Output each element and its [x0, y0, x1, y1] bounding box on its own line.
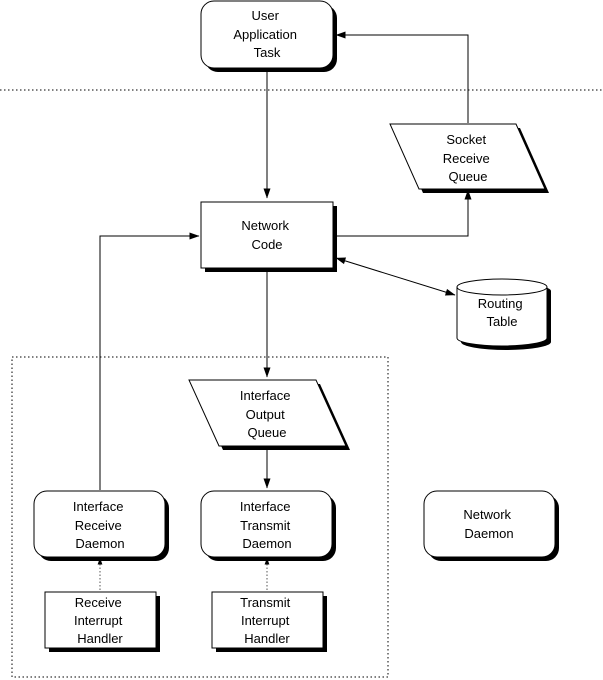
node-label-line: Interrupt — [74, 613, 123, 628]
svg-text:Network Code: Network Code — [241, 218, 292, 252]
node-label-line: Handler — [77, 631, 123, 646]
node-label-line: Interrupt — [241, 613, 290, 628]
svg-text:Receive Interrupt: Receive Interrupt Handler — [74, 595, 126, 646]
svg-text:Interface Receive: Interface Receive Daemon — [73, 499, 127, 551]
svg-text:Interface Transmit: Interface Transmit Daemon — [240, 499, 294, 551]
node-label-line: Daemon — [242, 536, 291, 551]
edge-network-code-routing-table — [335, 257, 456, 296]
edge-network-code-to-socket-queue — [334, 189, 472, 237]
interface-output-queue-node: Interface Output Queue — [188, 379, 350, 450]
svg-text:Socket Receive Que: Socket Receive Queue — [443, 132, 494, 184]
edge-receive-daemon-to-network-code — [99, 232, 200, 490]
svg-text:Transmit Interrupt: Transmit Interrupt Handler — [240, 595, 294, 646]
svg-text:Network Daemon: Network Daemon — [463, 507, 514, 541]
network-daemon-node: Network Daemon — [423, 490, 559, 561]
socket-receive-queue-node: Socket Receive Queue — [389, 123, 549, 193]
node-label-line: Network — [463, 507, 511, 522]
node-label-line: Daemon — [75, 536, 124, 551]
node-label-line: Queue — [247, 425, 286, 440]
node-label-line: Routing — [478, 296, 523, 311]
receive-interrupt-handler-node: Receive Interrupt Handler — [44, 591, 160, 652]
node-label-line: Network — [241, 218, 289, 233]
node-label-line: Output — [246, 407, 285, 422]
node-label-line: Receive — [443, 151, 490, 166]
node-label-line: Interface — [240, 499, 291, 514]
node-label-line: Transmit — [240, 595, 290, 610]
user-application-task-node: User Application Task — [200, 0, 337, 72]
transmit-interrupt-handler-node: Transmit Interrupt Handler — [211, 591, 327, 652]
node-label-line: User — [251, 8, 279, 23]
node-label-line: Handler — [244, 631, 290, 646]
node-label-line: Interface — [240, 388, 291, 403]
node-label-line: Receive — [75, 518, 122, 533]
node-label-line: Socket — [446, 132, 486, 147]
interface-receive-daemon-node: Interface Receive Daemon — [33, 490, 169, 561]
routing-table-node: Routing Table — [456, 278, 551, 350]
svg-text:Interface Output Q: Interface Output Queue — [240, 388, 294, 440]
node-label-line: Daemon — [464, 526, 513, 541]
network-code-node: Network Code — [200, 201, 337, 272]
node-label-line: Code — [251, 237, 282, 252]
svg-text:User Application T: User Application Task — [233, 8, 300, 60]
node-label-line: Application — [233, 27, 297, 42]
node-label-line: Receive — [75, 595, 122, 610]
node-label-line: Interface — [73, 499, 124, 514]
svg-text:Routing Table: Routing Table — [478, 296, 526, 329]
node-label-line: Queue — [448, 169, 487, 184]
edge-socket-queue-to-user-task — [335, 31, 469, 123]
node-label-line: Table — [486, 314, 517, 329]
node-label-line: Transmit — [240, 518, 290, 533]
interface-transmit-daemon-node: Interface Transmit Daemon — [200, 490, 336, 561]
interface-driver-boundary — [11, 356, 389, 678]
node-label-line: Task — [254, 45, 281, 60]
